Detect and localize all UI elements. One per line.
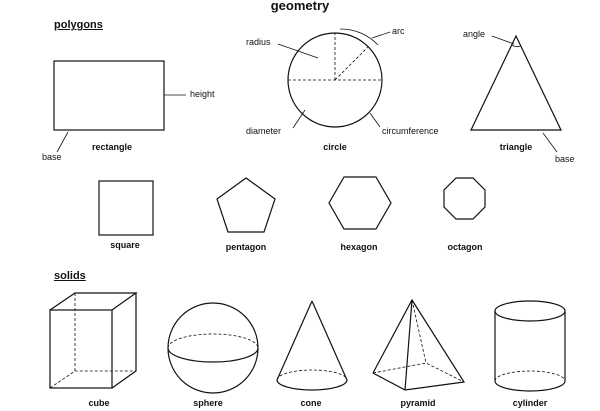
arc-marker [339,28,379,46]
octagon-shape [443,177,486,220]
cone-shape [276,300,348,391]
square-label: square [110,240,140,250]
sphere-shape [167,302,259,394]
section-polygons: polygons [54,19,103,31]
square-shape [98,180,154,236]
base-leader-rect [56,131,69,153]
diameter-leader [292,109,306,129]
rectangle-label: rectangle [91,142,133,152]
angle-marker [511,44,522,47]
rectangle-shape [53,60,165,131]
radius-leader [277,43,319,59]
pyramid-label: pyramid [400,398,436,408]
hexagon-shape [328,176,392,230]
diameter-annotation: diameter [246,126,282,136]
angle-leader [491,35,515,45]
base-annotation-tri: base [555,154,575,164]
cone-label: cone [300,398,322,408]
base-leader-tri [542,132,558,153]
hexagon-label: hexagon [340,242,378,252]
radius-line-2 [334,46,369,81]
arc-leader [371,31,391,39]
pyramid-shape [372,298,466,391]
triangle-shape [470,34,562,131]
cylinder-label: cylinder [512,398,548,408]
arc-annotation: arc [392,26,405,36]
pentagon-shape [216,177,276,233]
triangle-label: triangle [499,142,533,152]
cube-shape [49,292,138,389]
radius-annotation: radius [246,37,271,47]
sphere-label: sphere [193,398,223,408]
cylinder-shape [494,300,566,392]
pentagon-label: pentagon [225,242,267,252]
section-solids: solids [54,270,86,282]
height-annotation: height [190,89,215,99]
circle-label: circle [323,142,347,152]
base-annotation-rect: base [42,152,62,162]
circumference-leader [369,112,381,128]
angle-annotation: angle [463,29,486,39]
cube-label: cube [88,398,110,408]
circumference-annotation: circumference [382,126,439,136]
page-title: geometry [270,0,330,13]
octagon-label: octagon [447,242,483,252]
